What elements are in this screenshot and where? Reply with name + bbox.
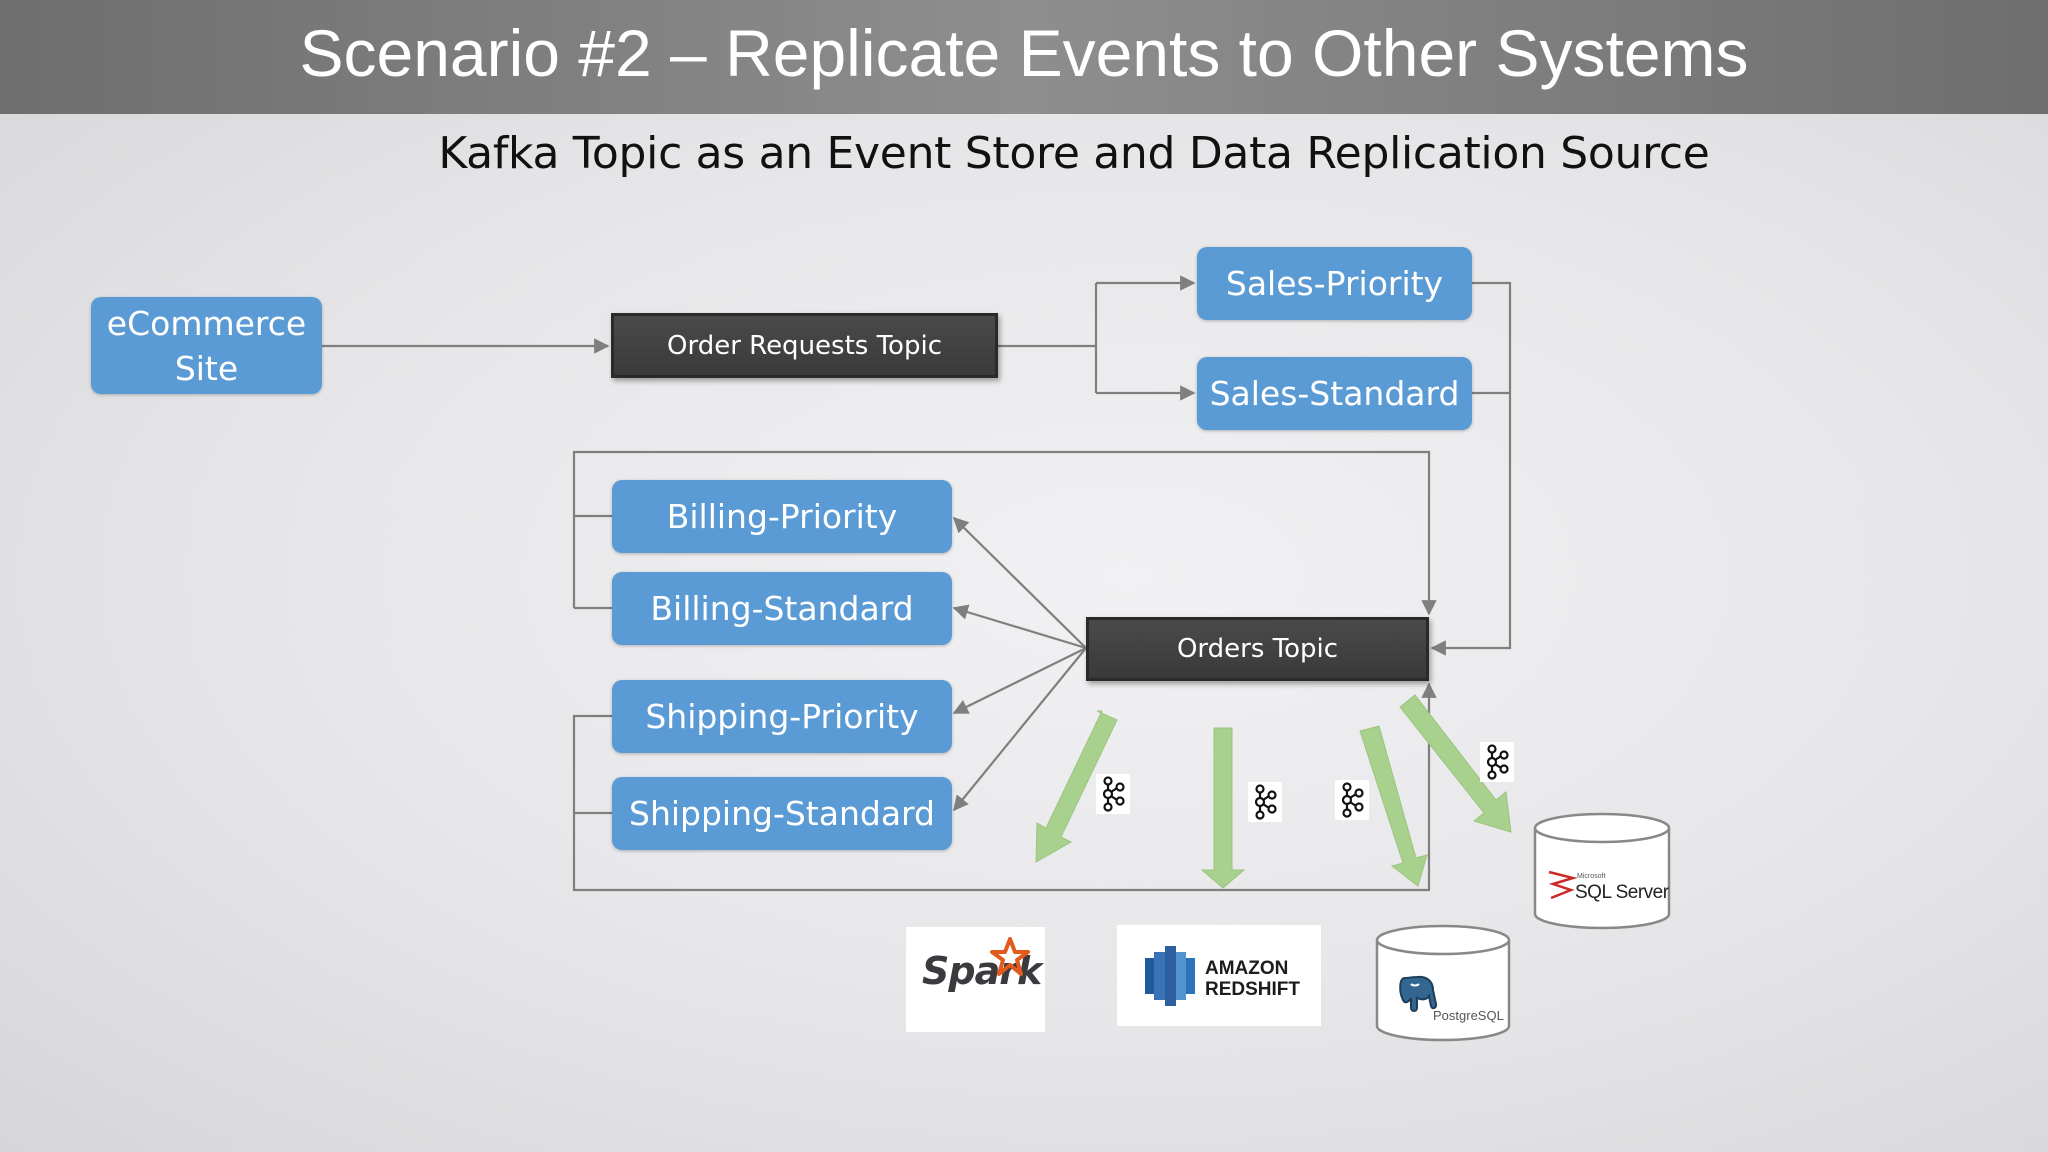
amazon-redshift-logo: AMAZON REDSHIFT: [1117, 925, 1321, 1026]
kafka-icon: [1335, 780, 1369, 820]
kafka-icon: [1480, 742, 1514, 782]
kafka-icon: [1096, 774, 1130, 814]
sales-to-orders-arrow: [1430, 281, 1512, 656]
ecommerce-site-node: eCommerce Site: [91, 297, 322, 394]
shipping-standard-node: Shipping-Standard: [612, 777, 952, 850]
orders-to-billing-priority-arrow: [952, 516, 1087, 649]
replicate-to-sqlserver-arrow: [1399, 694, 1512, 833]
database-cylinder: [1533, 812, 1671, 930]
orders-topic: Orders Topic: [1086, 617, 1429, 681]
database-cylinder: [1375, 924, 1511, 1042]
slide-title: Scenario #2 – Replicate Events to Other …: [299, 16, 1749, 90]
billing-standard-node: Billing-Standard: [612, 572, 952, 645]
postgresql-elephant-icon: [1399, 975, 1438, 1012]
replicate-to-spark-arrow: [1035, 710, 1118, 863]
shipping-loop-line: [572, 682, 1437, 892]
sql-server-microsoft-label: Microsoft: [1577, 873, 1606, 880]
ecommerce-label-line1: eCommerce: [106, 303, 307, 343]
sales-priority-node: Sales-Priority: [1197, 247, 1472, 320]
spark-star-icon: [990, 937, 1030, 976]
postgresql-database: PostgreSQL: [1375, 924, 1511, 1044]
title-bar: Scenario #2 – Replicate Events to Other …: [0, 0, 2048, 114]
redshift-text-line1: AMAZON: [1205, 958, 1289, 979]
billing-loop-line: [572, 450, 1437, 616]
postgresql-label: PostgreSQL: [1433, 1008, 1504, 1023]
redshift-text-line2: REDSHIFT: [1205, 979, 1300, 1000]
redshift-icon: [1145, 946, 1195, 1006]
kafka-icon: [1248, 782, 1282, 822]
billing-priority-node: Billing-Priority: [612, 480, 952, 553]
orders-to-shipping-priority-arrow: [952, 647, 1087, 714]
order-requests-topic: Order Requests Topic: [611, 313, 998, 378]
slide-subtitle: Kafka Topic as an Event Store and Data R…: [438, 128, 1710, 179]
shipping-priority-node: Shipping-Priority: [612, 680, 952, 753]
replicate-to-postgresql-arrow: [1359, 725, 1428, 887]
orders-to-billing-standard-arrow: [952, 604, 1087, 650]
sql-server-label: SQL Server: [1575, 882, 1669, 903]
sql-server-icon: [1548, 870, 1577, 900]
ecommerce-label-line2: Site: [174, 348, 239, 388]
spark-logo: Spark: [906, 927, 1045, 1032]
orders-to-shipping-standard-arrow: [953, 647, 1087, 812]
sales-standard-node: Sales-Standard: [1197, 357, 1472, 430]
replicate-to-redshift-arrow: [1200, 727, 1246, 889]
sql-server-database: Microsoft SQL Server: [1533, 812, 1671, 932]
